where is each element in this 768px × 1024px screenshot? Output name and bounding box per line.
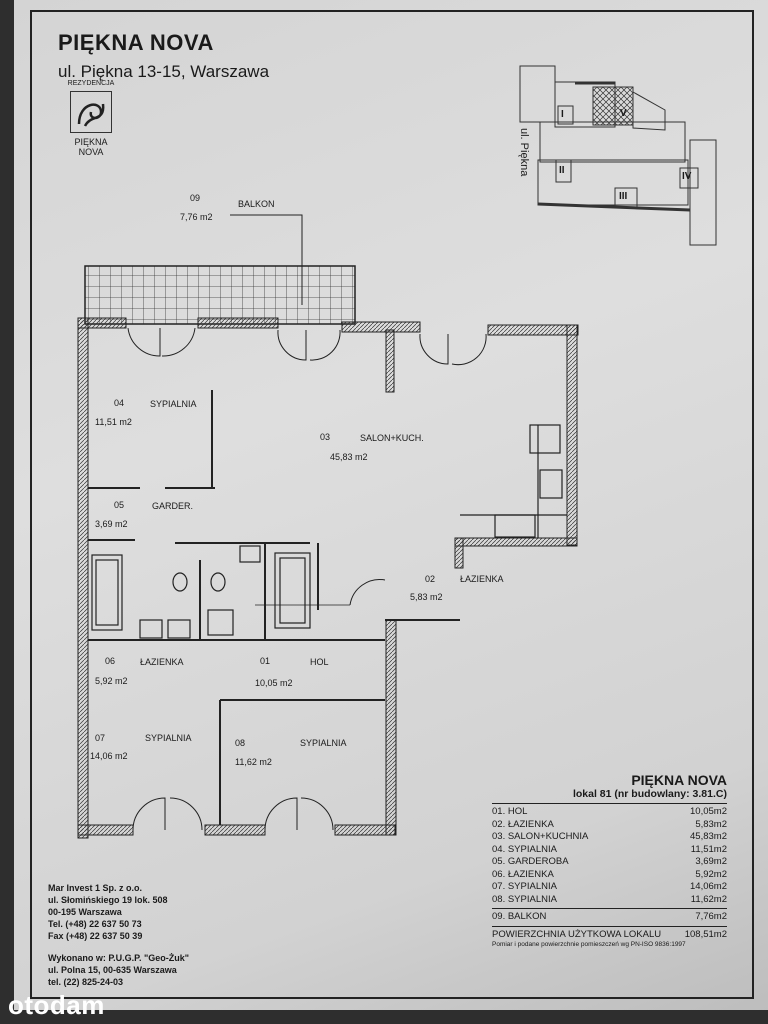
balcony [84, 265, 356, 325]
room-number: 01 [260, 656, 271, 666]
area-summary-table: PIĘKNA NOVA lokal 81 (nr budowlany: 3.81… [492, 772, 727, 948]
room-name: BALKON [238, 199, 275, 209]
room-area: 3,69 m2 [95, 519, 128, 529]
room-area: 14,06 m2 [90, 751, 128, 761]
logo-emblem-icon [70, 91, 112, 133]
room-name: HOL [310, 657, 329, 667]
project-address: ul. Piękna 13-15, Warszawa [58, 62, 270, 81]
room-area: 5,92 m2 [95, 676, 128, 686]
summary-subtitle: lokal 81 (nr budowlany: 3.81.C) [572, 788, 727, 800]
room-name: ŁAZIENKA [460, 574, 504, 584]
key-plan-section: V [620, 108, 627, 119]
walls [77, 317, 579, 839]
room-name: SYPIALNIA [300, 738, 347, 748]
room-name: ŁAZIENKA [140, 657, 184, 667]
fixtures [91, 424, 567, 639]
key-plan-section: III [619, 191, 628, 202]
room-area: 45,83 m2 [330, 452, 368, 462]
room-name: GARDER. [152, 501, 194, 511]
room-number: 09 [190, 193, 201, 203]
document-frame [30, 10, 754, 999]
document-sheet [14, 0, 768, 1010]
room-number: 07 [95, 733, 106, 743]
project-title: PIĘKNA NOVA [58, 30, 214, 55]
room-name: SALON+KUCH. [360, 433, 424, 443]
room-number: 04 [114, 398, 125, 408]
room-name: SYPIALNIA [150, 399, 197, 409]
room-number: 08 [235, 738, 246, 748]
key-plan-section: I [561, 109, 564, 120]
room-area: 11,62 m2 [235, 757, 272, 767]
room-number: 02 [425, 574, 436, 584]
key-plan [519, 65, 717, 246]
room-name: SYPIALNIA [145, 733, 192, 743]
logo: REZYDENCJA PIĘKNA NOVA [67, 80, 115, 157]
key-plan-section: IV [682, 171, 692, 182]
watermark-logo: otodam [8, 990, 105, 1020]
room-area: 10,05 m2 [255, 678, 293, 688]
doors [127, 327, 487, 831]
summary-note: Pomiar i podane powierzchnie pomieszczeń… [492, 941, 686, 948]
key-plan-street-label: ul. Piękna [518, 128, 530, 177]
room-number: 03 [320, 432, 331, 442]
room-area: 5,83 m2 [410, 592, 443, 602]
interior-walls [88, 390, 460, 825]
developer-info: Mar Invest 1 Sp. z o.o.ul. Słomińskiego … [48, 883, 168, 941]
executor-info: Wykonano w: P.U.G.P. "Geo-Żuk"ul. Polna … [48, 953, 190, 987]
room-number: 06 [105, 656, 116, 666]
room-area: 11,51 m2 [95, 417, 132, 427]
summary-title: PIĘKNA NOVA [631, 772, 727, 788]
room-number: 05 [114, 500, 125, 510]
key-plan-section: II [559, 165, 565, 176]
room-area: 7,76 m2 [180, 212, 213, 222]
